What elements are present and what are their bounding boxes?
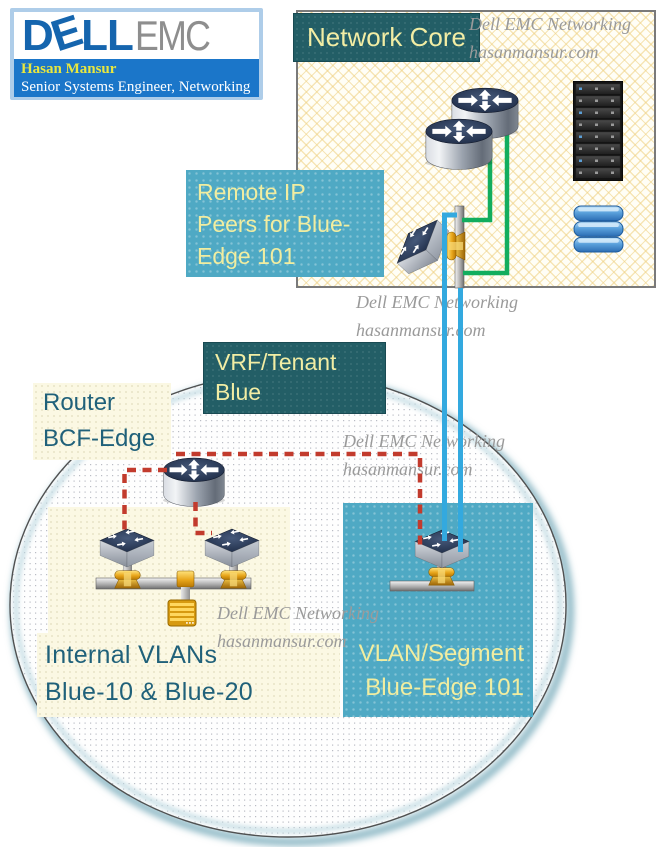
vlan-segment-line1: VLAN/Segment <box>358 640 524 667</box>
router-bcf-edge-label: Router BCF-Edge <box>33 383 171 460</box>
network-core-title: Network Core <box>293 13 480 62</box>
watermark-ellipse-left: Dell EMC Networking hasanmansur.com <box>217 599 379 655</box>
vrf-line1: VRF/Tenant <box>215 349 337 375</box>
dell-wordmark: DELL <box>22 6 134 61</box>
watermark-line1: Dell EMC Networking <box>469 14 631 34</box>
remote-peers-line3: Edge 101 <box>197 243 296 269</box>
router-label-line1: Router <box>43 389 116 416</box>
vlan-segment-line2: Blue-Edge 101 <box>365 674 524 701</box>
author-name: Hasan Mansur <box>21 61 117 77</box>
watermark-line1: Dell EMC Networking <box>343 431 505 451</box>
emc-wordmark: EMC <box>134 12 211 59</box>
brand-row: DELL EMC <box>14 6 259 61</box>
router-label-line2: BCF-Edge <box>43 425 156 452</box>
watermark-line1: Dell EMC Networking <box>356 292 518 312</box>
remote-peers-line2: Peers for Blue- <box>197 211 351 237</box>
vrf-line2: Blue <box>215 379 262 405</box>
internal-vlans-line1: Internal VLANs <box>45 641 218 669</box>
dell-emc-logo: DELL EMC Hasan Mansur Senior Systems Eng… <box>10 6 263 100</box>
bcf-edge-router-icon <box>162 457 226 507</box>
watermark-ellipse-right: Dell EMC Networking hasanmansur.com <box>343 427 505 483</box>
logo-banner: Hasan Mansur Senior Systems Engineer, Ne… <box>14 59 259 97</box>
watermark-line2: hasanmansur.com <box>469 42 599 62</box>
watermark-mid: Dell EMC Networking hasanmansur.com <box>356 288 518 344</box>
author-role: Senior Systems Engineer, Networking <box>21 79 251 95</box>
remote-peers-line1: Remote IP <box>197 179 306 205</box>
watermark-line1: Dell EMC Networking <box>217 603 379 623</box>
internal-vlans-line2: Blue-10 & Blue-20 <box>45 678 254 706</box>
watermark-line2: hasanmansur.com <box>356 320 486 340</box>
watermark-line2: hasanmansur.com <box>343 459 473 479</box>
watermark-line2: hasanmansur.com <box>217 631 347 651</box>
watermark-top-right: Dell EMC Networking hasanmansur.com <box>469 10 631 66</box>
vrf-tenant-blue-callout: VRF/Tenant Blue <box>203 342 386 414</box>
dell-letters-ll: LL <box>81 11 134 60</box>
vlan-segment-text: VLAN/Segment Blue-Edge 101 <box>359 637 524 705</box>
internal-vlans-label: Internal VLANs Blue-10 & Blue-20 <box>37 633 340 717</box>
remote-ip-peers-callout: Remote IP Peers for Blue- Edge 101 <box>186 170 384 277</box>
dell-letter-d: D <box>22 11 54 60</box>
